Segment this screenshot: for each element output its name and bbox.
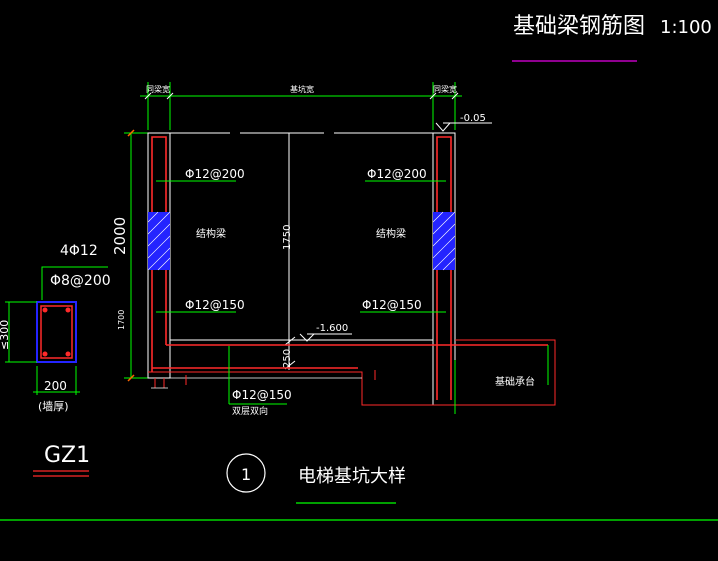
- right-beam-hatch: [433, 212, 455, 270]
- left-rebar-upper: Φ12@200: [185, 167, 245, 181]
- dim-pit-width: 基坑宽: [290, 84, 314, 94]
- column-gz1-section: 4Φ12 Φ8@200 ≤300 200 (墙厚) GZ1: [0, 243, 111, 477]
- dim-left-beam-width: 同梁宽: [146, 84, 170, 94]
- detail-bubble: [226, 453, 266, 493]
- top-dimension: 同梁宽 基坑宽 同梁宽: [140, 82, 462, 130]
- column-stirrups: Φ8@200: [50, 273, 111, 289]
- height-outer: 2000: [111, 217, 129, 255]
- right-beam-label: 结构梁: [376, 227, 406, 240]
- column-label: GZ1: [44, 443, 90, 468]
- column-width-dim: 200: [44, 379, 67, 393]
- height-lower: 1700: [117, 310, 126, 330]
- right-rebar-upper: Φ12@200: [367, 167, 427, 181]
- height-inner: 1750: [282, 225, 293, 250]
- foundation-label: 基础承台: [495, 375, 535, 388]
- dim-right-beam-width: 同梁宽: [433, 84, 457, 94]
- elevation-top: -0.05: [460, 113, 486, 124]
- column-main-bars: 4Φ12: [60, 243, 98, 259]
- slab-rebar-note: 双层双向: [232, 405, 268, 417]
- right-rebar-lower: Φ12@150: [362, 298, 422, 312]
- left-wall: 结构梁 Φ12@200 Φ12@150: [147, 132, 245, 379]
- pit-inner-dimension: 1750 250: [170, 132, 433, 370]
- bottom-slab: Φ12@150 双层双向 基础承台: [148, 339, 556, 417]
- elevation-bottom: -1.600: [316, 323, 348, 334]
- slab-thickness: 250: [282, 349, 293, 368]
- detail-title-group: 1 电梯基坑大样: [226, 453, 406, 504]
- drawing-title: 基础梁钢筋图: [513, 14, 645, 39]
- left-beam-label: 结构梁: [196, 227, 226, 240]
- left-rebar-lower: Φ12@150: [185, 298, 245, 312]
- right-wall: 结构梁 Φ12@200 Φ12@150: [360, 132, 456, 406]
- slab-rebar: Φ12@150: [232, 388, 292, 402]
- left-beam-hatch: [148, 212, 170, 270]
- drawing-scale: 1:100: [660, 17, 712, 38]
- column-height-dim: ≤300: [0, 320, 11, 350]
- detail-number: 1: [241, 465, 251, 484]
- detail-title: 电梯基坑大样: [298, 466, 406, 487]
- column-width-note: (墙厚): [38, 399, 69, 413]
- elevation-bottom-marker: -1.600: [299, 323, 352, 342]
- left-vertical-dimension: 2000 1700: [111, 129, 148, 382]
- elevation-top-marker: -0.05: [435, 113, 492, 132]
